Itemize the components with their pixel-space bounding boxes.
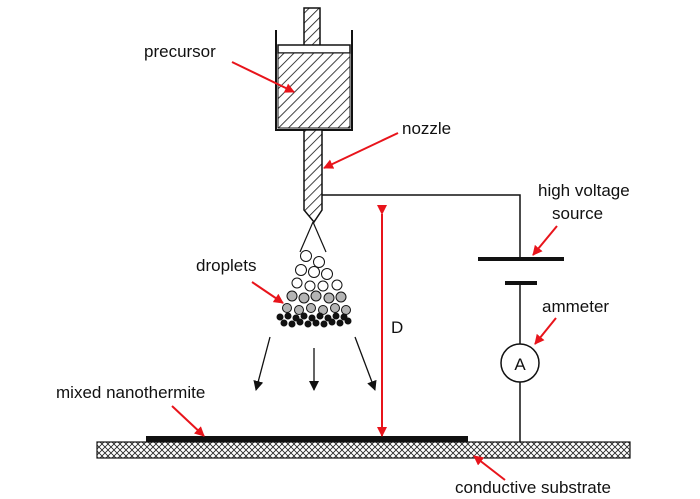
ammeter-pointer bbox=[534, 317, 557, 345]
nozzle-pointer bbox=[323, 132, 399, 169]
ammeter-symbol: A bbox=[514, 355, 526, 374]
precursor-liquid bbox=[277, 52, 351, 129]
plunger-head bbox=[277, 44, 351, 54]
nozzle-needle bbox=[303, 129, 323, 224]
conductive-substrate bbox=[96, 441, 631, 459]
conductive-substrate-label: conductive substrate bbox=[455, 478, 611, 497]
spray-cone-right bbox=[312, 221, 327, 253]
high-voltage-label: high voltage bbox=[538, 181, 630, 200]
high-voltage-source-label: source bbox=[552, 204, 603, 223]
nozzle-label: nozzle bbox=[402, 119, 451, 138]
plunger-rod bbox=[303, 7, 321, 47]
black-droplets bbox=[276, 312, 352, 328]
high-voltage-pointer bbox=[532, 225, 558, 256]
nanothermite-pointer bbox=[171, 405, 205, 437]
distance-label: D bbox=[391, 318, 403, 337]
syringe bbox=[275, 7, 353, 131]
circuit-wire-top bbox=[322, 194, 521, 258]
ammeter-label: ammeter bbox=[542, 297, 609, 316]
precursor-label: precursor bbox=[144, 42, 216, 61]
nozzle bbox=[303, 129, 323, 224]
spray-cone-left bbox=[299, 221, 314, 253]
droplets-label: droplets bbox=[196, 256, 256, 275]
spray-arrow-right bbox=[354, 336, 377, 391]
droplets-pointer bbox=[251, 281, 284, 304]
droplets-cluster bbox=[282, 250, 351, 315]
mixed-nanothermite-label: mixed nanothermite bbox=[56, 383, 205, 402]
substrate-pointer bbox=[473, 455, 506, 481]
precursor-pointer bbox=[231, 61, 295, 93]
nanothermite-film bbox=[146, 436, 468, 442]
spray-arrow-left bbox=[253, 336, 271, 391]
